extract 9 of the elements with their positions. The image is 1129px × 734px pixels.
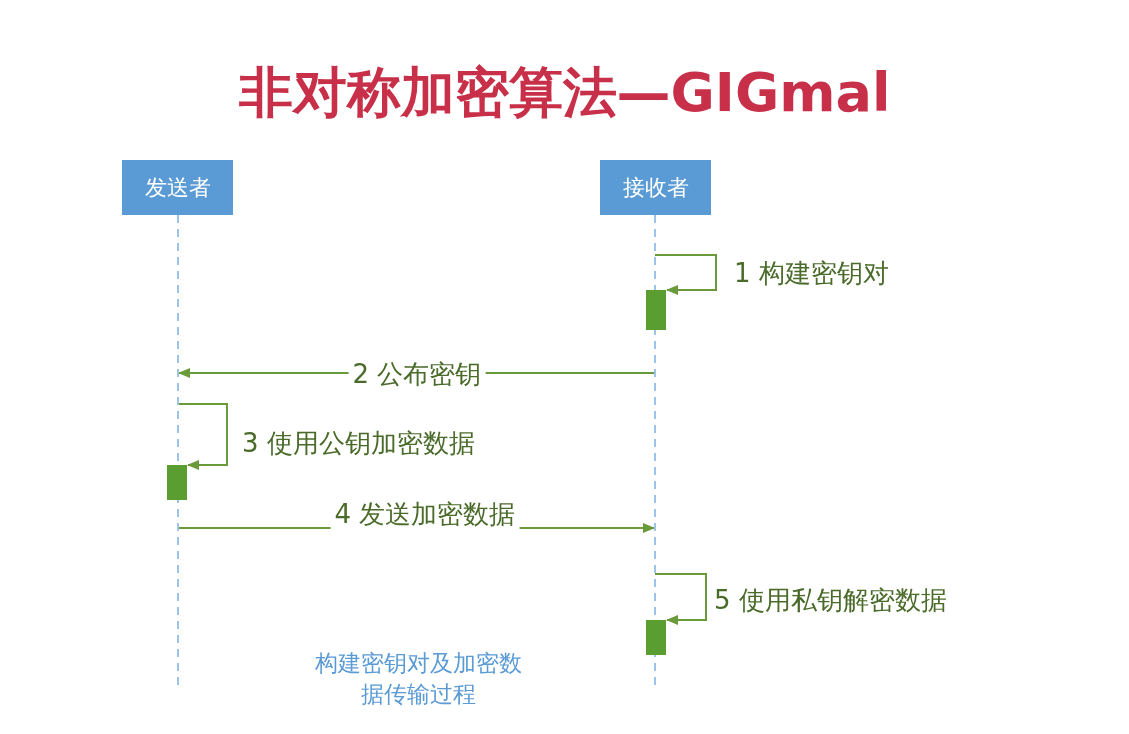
- edge-label: 4 发送加密数据: [330, 498, 520, 530]
- title: 非对称加密算法—GIGmal: [237, 60, 892, 126]
- edge-label: 2 公布密钥: [348, 358, 486, 390]
- arrow: [177, 403, 228, 470]
- note-text: 构建密钥对及加密数据传输过程: [313, 649, 523, 709]
- participant-box: 发送者: [122, 160, 233, 215]
- participant-box: 接收者: [600, 160, 711, 215]
- arrow: [654, 254, 717, 295]
- arrow: [654, 573, 707, 625]
